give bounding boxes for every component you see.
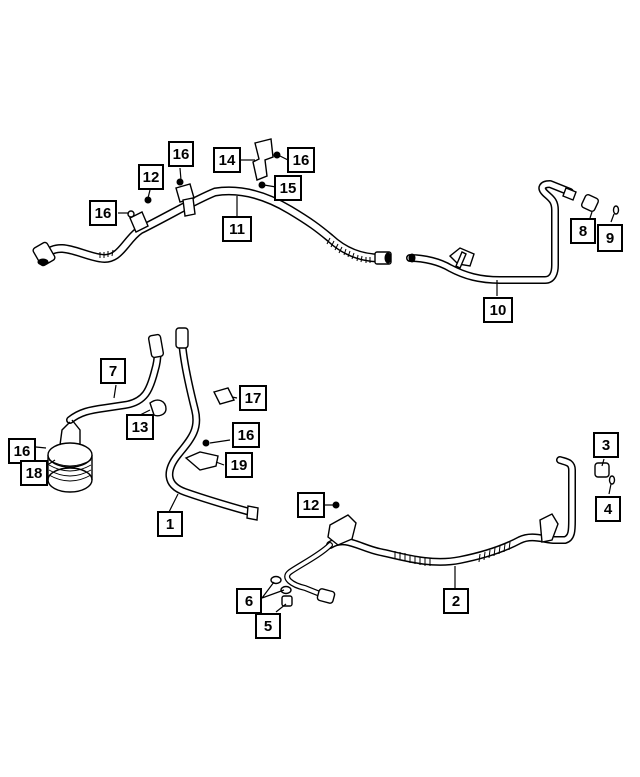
callout-7: 7 — [100, 358, 126, 384]
callout-9: 9 — [597, 224, 623, 252]
callout-6: 6 — [236, 588, 262, 614]
callout-5: 5 — [255, 613, 281, 639]
callout-12: 12 — [138, 164, 164, 190]
hose-assembly-7 — [35, 333, 167, 493]
callout-16: 16 — [168, 141, 194, 167]
callout-1: 1 — [157, 511, 183, 537]
hose-assembly-11 — [32, 138, 392, 267]
callout-19: 19 — [225, 452, 253, 478]
callout-12: 12 — [297, 492, 325, 518]
callout-17: 17 — [239, 385, 267, 411]
callout-14: 14 — [213, 147, 241, 173]
callout-16: 16 — [232, 422, 260, 448]
callout-4: 4 — [595, 496, 621, 522]
callout-11: 11 — [222, 216, 252, 242]
callout-16: 16 — [89, 200, 117, 226]
hose-assembly-1 — [165, 327, 259, 521]
callout-18: 18 — [20, 460, 48, 486]
callout-16: 16 — [287, 147, 315, 173]
callout-2: 2 — [443, 588, 469, 614]
callout-10: 10 — [483, 297, 513, 323]
callout-8: 8 — [570, 218, 596, 244]
callout-15: 15 — [274, 175, 302, 201]
callout-13: 13 — [126, 414, 154, 440]
callout-16: 16 — [8, 438, 36, 464]
hose-assembly-2 — [261, 456, 616, 613]
hose-assembly-10 — [406, 180, 620, 296]
callout-3: 3 — [593, 432, 619, 458]
